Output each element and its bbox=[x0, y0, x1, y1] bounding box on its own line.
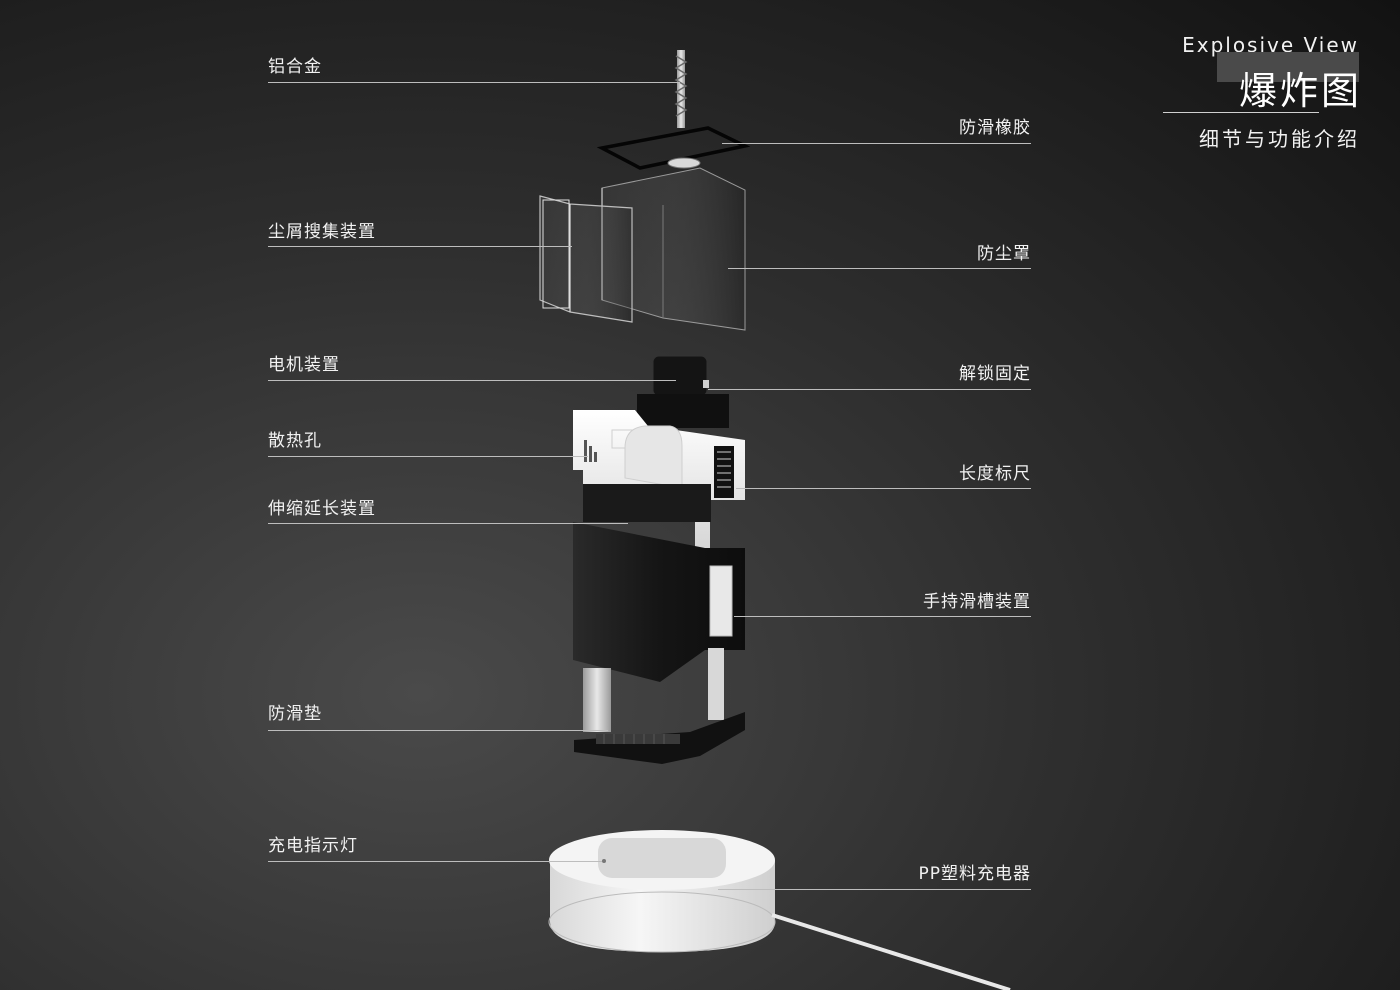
label-anti-slip-rubber: 防滑橡胶 bbox=[959, 118, 1031, 138]
title-highlight-block bbox=[1217, 52, 1359, 82]
label-heat-vents: 散热孔 bbox=[268, 431, 322, 451]
anti-slip-rubber bbox=[596, 126, 751, 170]
leader-charging-indicator bbox=[268, 861, 602, 862]
leader-length-scale bbox=[736, 488, 1031, 489]
leader-telescopic-extension bbox=[268, 523, 628, 524]
aluminium-bit bbox=[674, 50, 688, 128]
label-aluminium-alloy: 铝合金 bbox=[268, 57, 322, 77]
label-telescopic-extension: 伸缩延长装置 bbox=[268, 499, 376, 519]
shaft-collar bbox=[667, 157, 701, 169]
leader-anti-slip-pad bbox=[268, 730, 608, 731]
label-anti-slip-pad: 防滑垫 bbox=[268, 704, 322, 724]
label-motor-unit: 电机装置 bbox=[268, 355, 340, 375]
title-chinese: 爆炸图 bbox=[1238, 69, 1362, 113]
label-dust-cover: 防尘罩 bbox=[977, 244, 1031, 264]
telescopic-extension bbox=[574, 648, 745, 764]
leader-anti-slip-rubber bbox=[722, 143, 1031, 144]
leader-dust-cover bbox=[728, 268, 1031, 269]
leader-pp-charger bbox=[718, 889, 1031, 890]
label-charging-indicator: 充电指示灯 bbox=[268, 836, 358, 856]
leader-handheld-slide bbox=[734, 616, 1031, 617]
label-handheld-slide: 手持滑槽装置 bbox=[923, 592, 1031, 612]
leader-dust-collector bbox=[268, 246, 572, 247]
leader-aluminium-alloy bbox=[268, 82, 680, 83]
label-length-scale: 长度标尺 bbox=[959, 464, 1031, 484]
subtitle: 细节与功能介绍 bbox=[1199, 127, 1360, 151]
main-body bbox=[573, 410, 745, 682]
leader-unlock-fix bbox=[708, 389, 1031, 390]
title-divider bbox=[1163, 112, 1319, 113]
leader-motor-unit bbox=[268, 380, 676, 381]
dust-collector bbox=[539, 195, 633, 323]
label-dust-collector: 尘屑搜集装置 bbox=[268, 222, 376, 242]
label-unlock-fix: 解锁固定 bbox=[959, 364, 1031, 384]
motor-unit bbox=[637, 355, 729, 428]
leader-heat-vents bbox=[268, 456, 588, 457]
label-pp-charger: PP塑料充电器 bbox=[918, 864, 1031, 884]
pp-charger bbox=[548, 830, 1011, 990]
